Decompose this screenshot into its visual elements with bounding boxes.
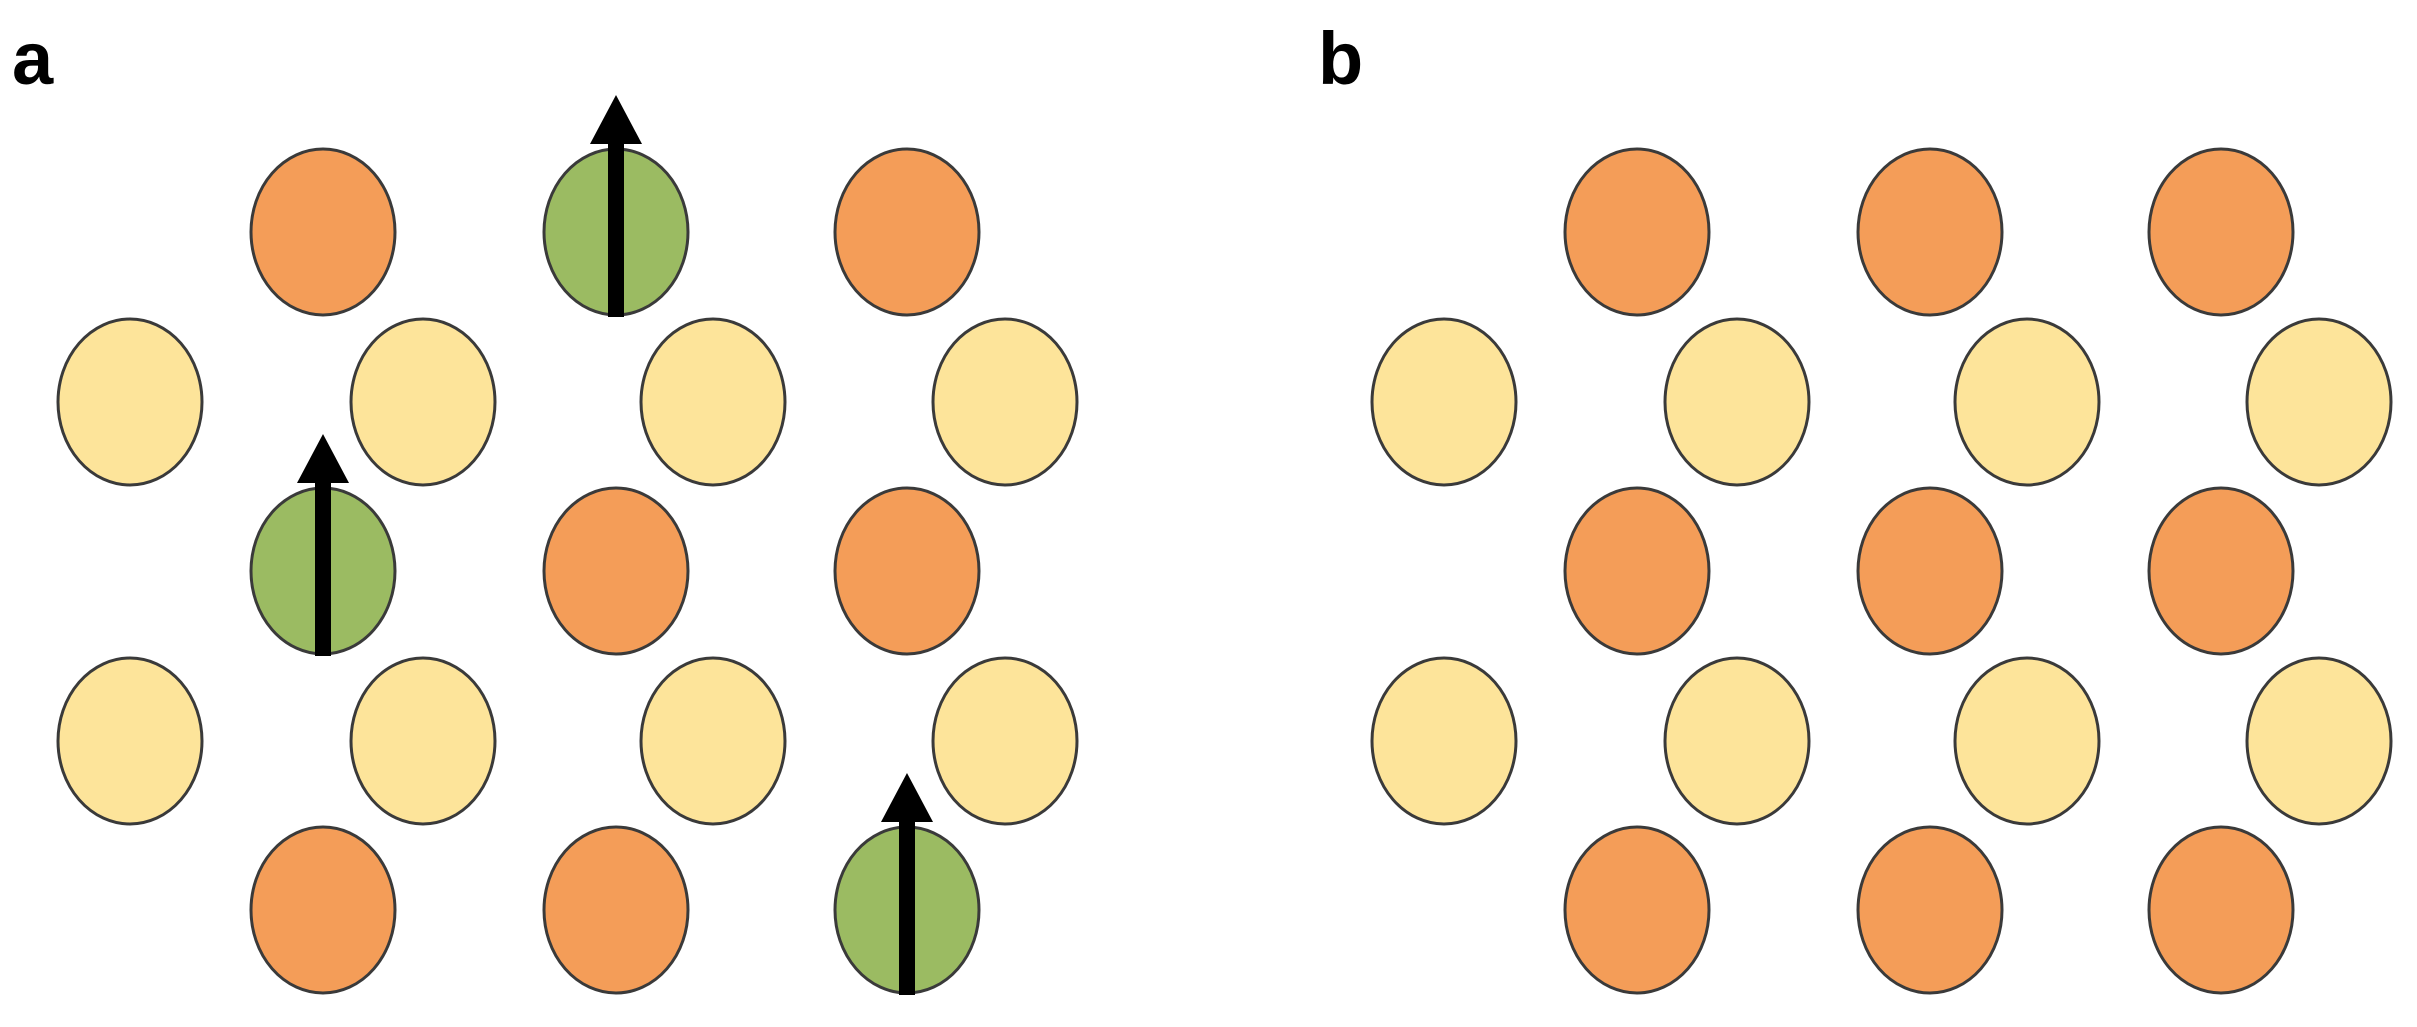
panel-a: [56, 95, 1079, 995]
orange-atom: [249, 825, 397, 995]
yellow-atom: [2245, 317, 2393, 487]
yellow-atom: [56, 317, 204, 487]
spin-arrow-icon: [881, 773, 933, 995]
orange-atom: [2147, 486, 2295, 656]
yellow-atom: [639, 317, 787, 487]
yellow-atom: [1370, 656, 1518, 826]
orange-atom: [833, 486, 981, 656]
orange-atom: [1563, 147, 1711, 317]
yellow-atom: [639, 656, 787, 826]
orange-atom: [1856, 486, 2004, 656]
spin-arrow-icon: [297, 434, 349, 656]
orange-atom: [1563, 825, 1711, 995]
yellow-atom: [931, 317, 1079, 487]
spin-arrow-icon: [590, 95, 642, 317]
panel-b: [1370, 147, 2393, 995]
panel-label-b: b: [1318, 17, 1364, 100]
orange-atom: [2147, 825, 2295, 995]
yellow-atom: [1370, 317, 1518, 487]
orange-atom: [2147, 147, 2295, 317]
panel-label-a: a: [12, 17, 54, 100]
yellow-atom: [931, 656, 1079, 826]
yellow-atom: [1663, 317, 1811, 487]
yellow-atom: [56, 656, 204, 826]
yellow-atom: [1663, 656, 1811, 826]
yellow-atom: [349, 656, 497, 826]
orange-atom: [1563, 486, 1711, 656]
orange-atom: [542, 486, 690, 656]
yellow-atom: [2245, 656, 2393, 826]
orange-atom: [1856, 147, 2004, 317]
orange-atom: [1856, 825, 2004, 995]
orange-atom: [833, 147, 981, 317]
orange-atom: [542, 825, 690, 995]
yellow-atom: [1953, 656, 2101, 826]
yellow-atom: [349, 317, 497, 487]
yellow-atom: [1953, 317, 2101, 487]
orange-atom: [249, 147, 397, 317]
